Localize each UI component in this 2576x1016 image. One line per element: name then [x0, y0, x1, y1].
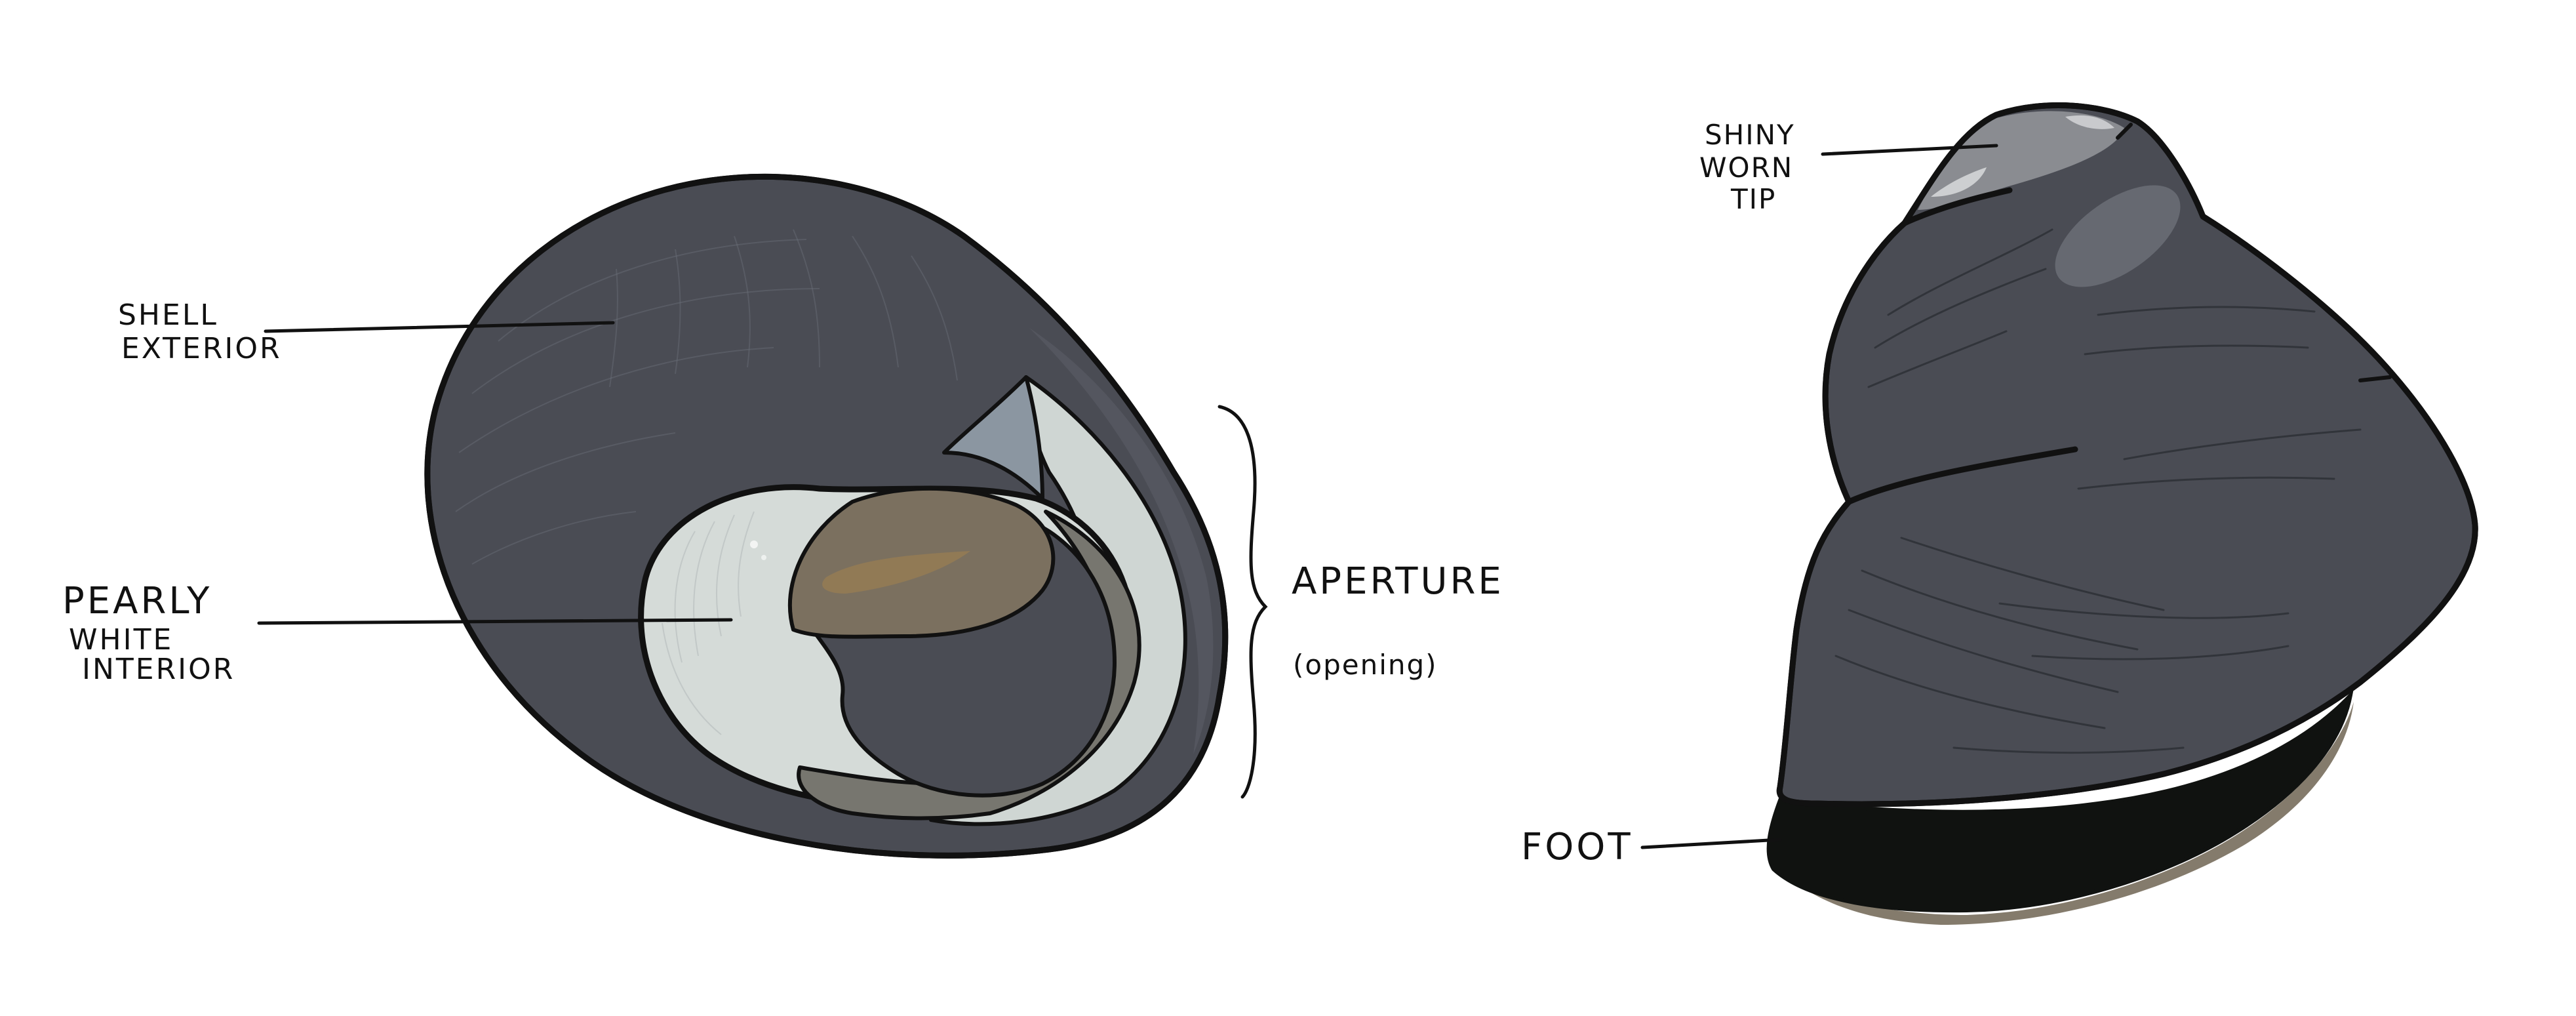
- shell-side-outline: [1776, 102, 2478, 807]
- leader-pearly-interior: [257, 618, 733, 625]
- shell-lip-shading: [1029, 328, 1214, 754]
- suture-upper: [1901, 187, 2013, 226]
- shell-sheen: [2055, 185, 2181, 287]
- operculum-highlight: [822, 551, 970, 594]
- side-growth-lines: [1834, 228, 2362, 754]
- label-shell-exterior-line1: SHELL: [118, 298, 218, 332]
- label-pearly-line1: PEARLY: [62, 580, 212, 622]
- label-pearly-line2: WHITE: [69, 623, 173, 657]
- label-tip-line1: SHINY: [1705, 119, 1795, 151]
- shell-aperture-view: [424, 173, 1229, 859]
- aperture-brace: [1218, 405, 1268, 799]
- label-aperture-note: (opening): [1293, 649, 1438, 681]
- label-pearly-line3: INTERIOR: [82, 653, 235, 686]
- shell-growth-lines: [455, 229, 958, 565]
- worn-tip-sheen: [1931, 167, 1987, 197]
- suture-notch-top: [2116, 123, 2133, 140]
- leader-worn-tip: [1821, 144, 1998, 156]
- leader-shell-exterior: [264, 321, 615, 333]
- aperture-lip-notch: [942, 375, 1044, 500]
- label-tip-line2: WORN: [1699, 152, 1793, 184]
- label-foot: FOOT: [1521, 826, 1782, 868]
- label-foot-text: FOOT: [1521, 826, 1633, 868]
- label-tip-line3: TIP: [1730, 183, 1776, 215]
- worn-tip-sheen-2: [2065, 115, 2114, 129]
- label-aperture: APERTURE (opening): [1218, 405, 1504, 799]
- shell-side-view: [1766, 102, 2478, 925]
- label-shell-exterior-line2: EXTERIOR: [121, 332, 282, 365]
- leader-foot: [1640, 838, 1782, 849]
- shell-outline-overlay: [424, 173, 1229, 859]
- label-aperture-text: APERTURE: [1292, 560, 1504, 603]
- label-shell-exterior: SHELL EXTERIOR: [118, 298, 615, 365]
- foot: [1766, 689, 2354, 913]
- label-shiny-worn-tip: SHINY WORN TIP: [1699, 119, 1998, 215]
- suture-main: [1846, 446, 2078, 505]
- label-pearly-white-interior: PEARLY WHITE INTERIOR: [62, 580, 733, 686]
- suture-notch-right: [2358, 375, 2392, 382]
- pearly-interior-streaks: [662, 511, 766, 735]
